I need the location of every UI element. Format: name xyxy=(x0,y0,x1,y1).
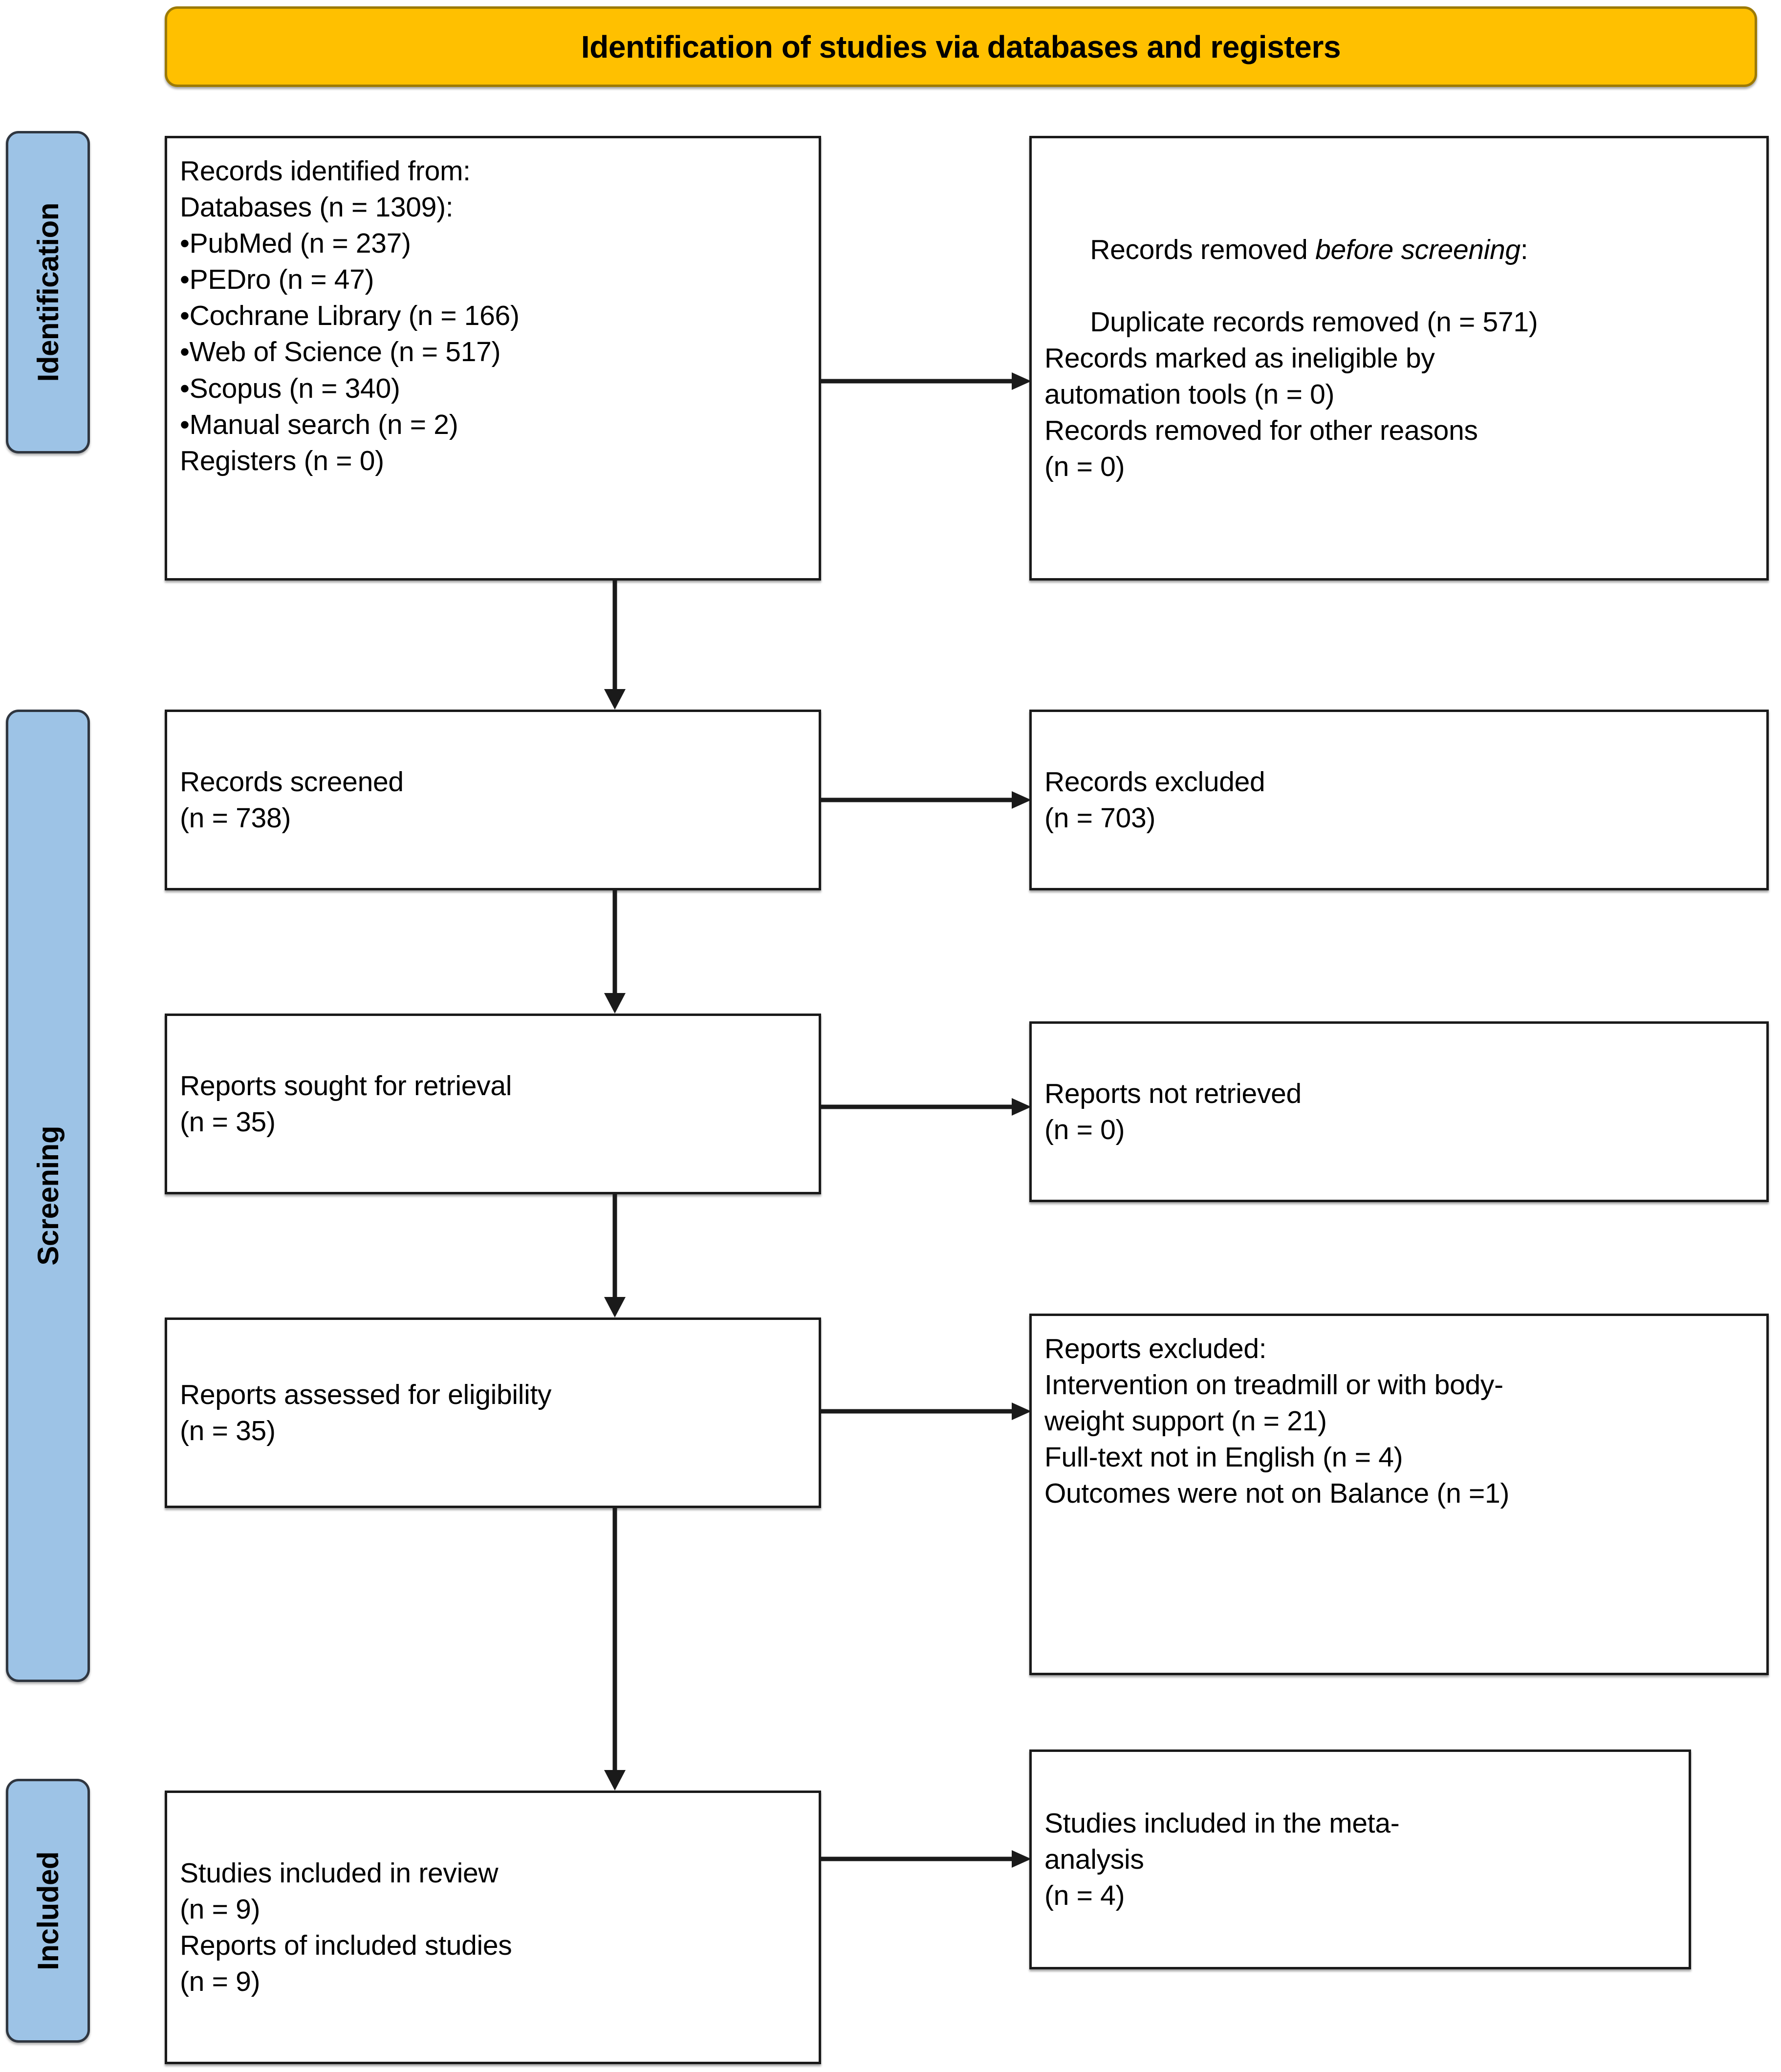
stage-label-screening: Screening xyxy=(31,1126,65,1266)
box-records-identified: Records identified from: Databases (n = … xyxy=(165,136,821,581)
box-reports-sought: Reports sought for retrieval (n = 35) xyxy=(165,1014,821,1194)
connector-identified-to-removed xyxy=(821,371,1031,391)
connector-assessed-to-included xyxy=(595,1508,634,1791)
connector-included-to-meta xyxy=(821,1849,1031,1869)
studies-included-meta-text: Studies included in the meta- analysis (… xyxy=(1044,1807,1400,1912)
box-studies-included-review: Studies included in review (n = 9) Repor… xyxy=(165,1791,821,2064)
records-removed-line1: Records removed before screening: xyxy=(1090,234,1528,265)
connector-screened-to-excluded xyxy=(821,790,1031,810)
records-identified-text: Records identified from: Databases (n = … xyxy=(180,155,520,476)
connector-screened-to-sought xyxy=(595,890,634,1014)
box-studies-included-meta: Studies included in the meta- analysis (… xyxy=(1029,1749,1691,1969)
stage-tab-screening: Screening xyxy=(6,710,90,1682)
box-reports-not-retrieved: Reports not retrieved (n = 0) xyxy=(1029,1021,1769,1202)
box-reports-excluded: Reports excluded: Intervention on treadm… xyxy=(1029,1314,1769,1675)
reports-assessed-text: Reports assessed for eligibility (n = 35… xyxy=(180,1379,552,1446)
records-removed-rest: Duplicate records removed (n = 571) Reco… xyxy=(1044,306,1538,483)
stage-label-identification: Identification xyxy=(31,202,65,382)
records-excluded-text: Records excluded (n = 703) xyxy=(1044,766,1265,834)
box-records-screened: Records screened (n = 738) xyxy=(165,710,821,890)
connector-assessed-to-excluded xyxy=(821,1402,1031,1421)
connector-identified-to-screened xyxy=(595,581,634,710)
reports-excluded-text: Reports excluded: Intervention on treadm… xyxy=(1044,1333,1510,1510)
studies-included-review-text: Studies included in review (n = 9) Repor… xyxy=(180,1857,512,1998)
reports-not-retrieved-text: Reports not retrieved (n = 0) xyxy=(1044,1078,1302,1145)
stage-tab-included: Included xyxy=(6,1779,90,2043)
stage-label-included: Included xyxy=(31,1851,65,1970)
box-records-excluded: Records excluded (n = 703) xyxy=(1029,710,1769,890)
diagram-header-banner: Identification of studies via databases … xyxy=(165,6,1757,87)
stage-tab-identification: Identification xyxy=(6,131,90,453)
box-reports-assessed: Reports assessed for eligibility (n = 35… xyxy=(165,1317,821,1508)
connector-sought-to-not-retrieved xyxy=(821,1097,1031,1117)
box-records-removed: Records removed before screening: Duplic… xyxy=(1029,136,1769,581)
records-removed-text: Records removed before screening: Duplic… xyxy=(1032,195,1766,521)
reports-sought-text: Reports sought for retrieval (n = 35) xyxy=(180,1070,512,1138)
connector-sought-to-assessed xyxy=(595,1194,634,1317)
records-screened-text: Records screened (n = 738) xyxy=(180,766,404,834)
diagram-title: Identification of studies via databases … xyxy=(581,29,1341,65)
